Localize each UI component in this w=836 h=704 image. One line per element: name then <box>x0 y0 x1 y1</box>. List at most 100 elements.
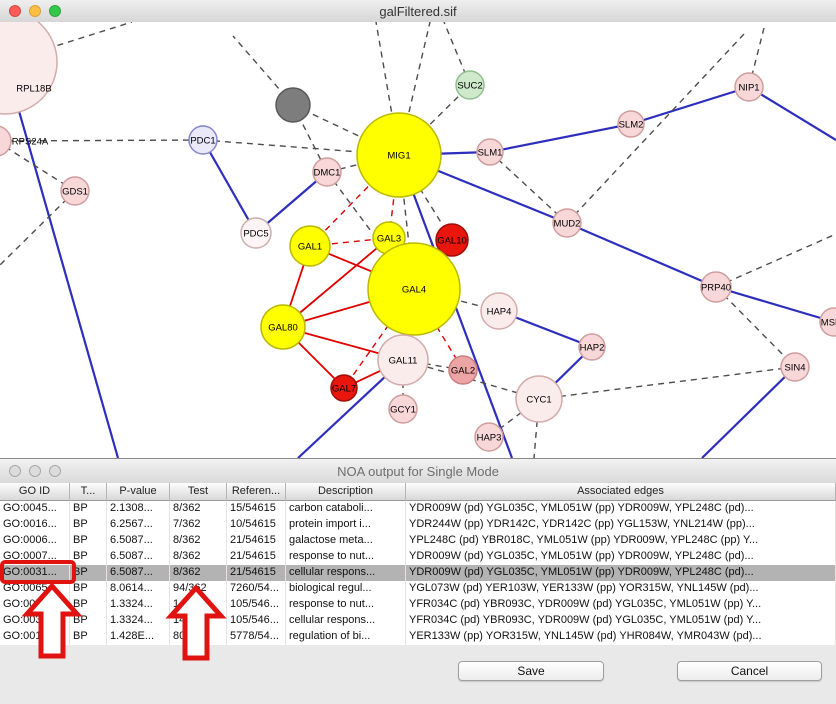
table-cell: 14/362 <box>170 613 227 629</box>
graph-node-nip1[interactable] <box>734 72 764 102</box>
noa-window-titlebar[interactable]: NOA output for Single Mode <box>0 459 836 484</box>
graph-node-label: GDS1 <box>62 187 88 198</box>
table-cell: 8/362 <box>170 501 227 517</box>
close-button[interactable] <box>9 465 21 477</box>
graph-node-pdc5[interactable] <box>240 217 272 249</box>
graph-node-slm2[interactable] <box>617 110 645 138</box>
graph-node-label: SIN4 <box>784 363 805 374</box>
table-cell: 15/54615 <box>227 501 286 517</box>
zoom-button[interactable] <box>49 465 61 477</box>
graph-node-gal1[interactable] <box>289 225 331 267</box>
graph-node-suc2[interactable] <box>455 70 485 100</box>
table-cell: GO:0031... <box>0 565 70 581</box>
graph-edge <box>748 86 836 141</box>
column-header[interactable]: Description <box>286 483 406 501</box>
table-cell: 5778/54... <box>227 629 286 645</box>
table-cell: YPL248C (pd) YBR018C, YML051W (pp) YDR00… <box>406 533 836 549</box>
graph-node-gcy1[interactable] <box>388 394 418 424</box>
table-cell: cellular respons... <box>286 565 406 581</box>
table-cell: 7260/54... <box>227 581 286 597</box>
column-header[interactable]: P-value <box>107 483 170 501</box>
table-cell: BP <box>70 565 107 581</box>
graph-node-slm1[interactable] <box>476 138 504 166</box>
column-header[interactable]: GO ID <box>0 483 70 501</box>
table-cell: 105/546... <box>227 613 286 629</box>
graph-node-gal2[interactable] <box>448 355 478 385</box>
graph-node-label: GAL3 <box>377 234 401 245</box>
graph-edge <box>3 61 120 459</box>
graph-node-label: HAP3 <box>477 433 502 444</box>
zoom-button[interactable] <box>49 5 61 17</box>
network-window-titlebar[interactable]: galFiltered.sif <box>0 0 836 23</box>
table-cell: YDR009W (pd) YGL035C, YML051W (pp) YDR00… <box>406 565 836 581</box>
graph-node-dmc1[interactable] <box>312 157 342 187</box>
table-cell: GO:0031... <box>0 613 70 629</box>
cancel-button[interactable]: Cancel <box>677 661 822 681</box>
minimize-button[interactable] <box>29 465 41 477</box>
table-cell: GO:0016... <box>0 517 70 533</box>
graph-edge <box>343 288 415 389</box>
table-cell: 6.5087... <box>107 565 170 581</box>
graph-node-gal7[interactable] <box>330 374 358 402</box>
graph-edge <box>701 366 796 459</box>
graph-node-gal80[interactable] <box>260 304 306 350</box>
graph-node-label: GAL11 <box>389 356 418 367</box>
graph-node-msn5[interactable] <box>819 307 836 337</box>
graph-node-gds1[interactable] <box>60 176 90 206</box>
graph-node-label: NIP1 <box>738 83 759 94</box>
graph-node-cyc1[interactable] <box>515 375 563 423</box>
graph-node-gal10[interactable] <box>435 223 469 257</box>
graph-node-label: GAL10 <box>437 236 467 247</box>
save-button[interactable]: Save <box>458 661 604 681</box>
graph-edge <box>489 122 632 154</box>
table-cell: BP <box>70 549 107 565</box>
graph-edge <box>489 151 568 224</box>
graph-node-gal4[interactable] <box>367 242 461 336</box>
column-header[interactable]: Test <box>170 483 227 501</box>
graph-node-hap4[interactable] <box>480 292 518 330</box>
graph-node-pdc1[interactable] <box>188 125 218 155</box>
graph-edge <box>0 190 76 266</box>
column-header[interactable]: Referen... <box>227 483 286 501</box>
graph-node-hap3[interactable] <box>474 422 504 452</box>
graph-edge <box>538 366 796 400</box>
graph-node-rpl18b[interactable] <box>0 9 58 115</box>
graph-node-rps24a[interactable] <box>0 125 12 157</box>
graph-node-label: MIG1 <box>387 151 410 162</box>
graph-node-hap2[interactable] <box>578 333 606 361</box>
graph-edge <box>715 233 836 288</box>
table-cell: galactose meta... <box>286 533 406 549</box>
column-header[interactable]: Associated edges <box>406 483 836 501</box>
table-cell: response to nut... <box>286 597 406 613</box>
graph-node-label: RPL18B <box>16 84 51 95</box>
graph-node-gray1[interactable] <box>275 87 311 123</box>
graph-edge <box>566 221 717 289</box>
graph-edge <box>566 33 745 224</box>
minimize-button[interactable] <box>29 5 41 17</box>
close-button[interactable] <box>9 5 21 17</box>
graph-node-label: HAP2 <box>580 343 605 354</box>
graph-node-label: MSN5 <box>821 318 836 329</box>
column-header[interactable]: T... <box>70 483 107 501</box>
graph-node-sin4[interactable] <box>780 352 810 382</box>
table-cell: YFR034C (pd) YBR093C, YDR009W (pd) YGL03… <box>406 613 836 629</box>
table-cell: 8/362 <box>170 565 227 581</box>
graph-node-gal11[interactable] <box>377 334 429 386</box>
table-cell: biological regul... <box>286 581 406 597</box>
window-title: galFiltered.sif <box>379 3 457 19</box>
graph-node-prp40[interactable] <box>700 271 732 303</box>
graph-node-mig1[interactable] <box>356 112 442 198</box>
table-cell: 7/362 <box>170 517 227 533</box>
graph-node-mud2[interactable] <box>552 208 582 238</box>
table-cell: BP <box>70 501 107 517</box>
